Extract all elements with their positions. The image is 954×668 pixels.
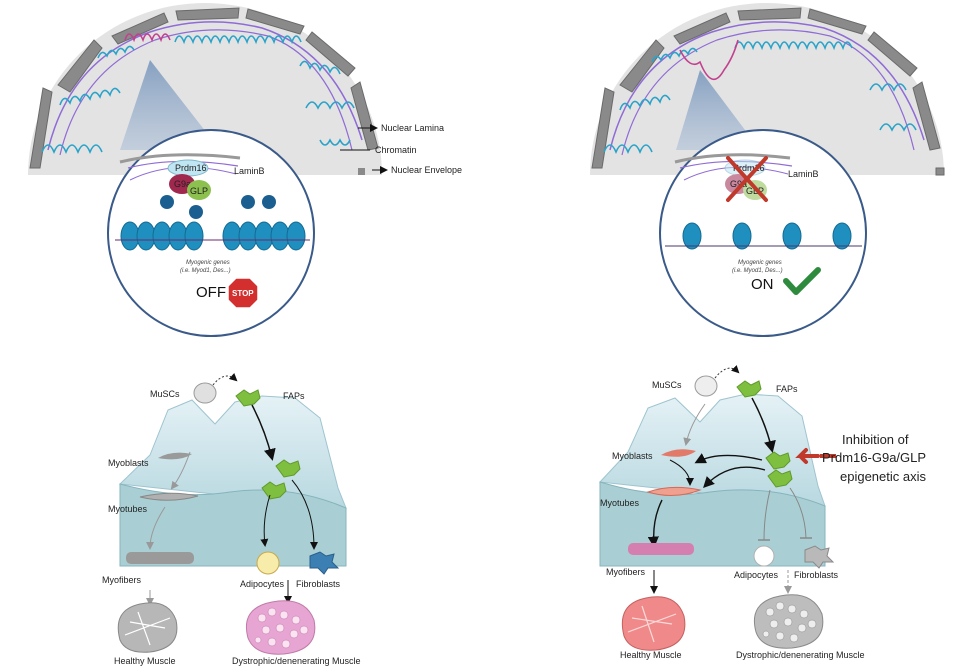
stop-sign-icon xyxy=(227,277,259,309)
myogenic-genes-eg-left: (i.e. Myod1, Des...) xyxy=(180,268,231,274)
fibroblasts-label-right: Fibroblasts xyxy=(794,570,839,580)
adipocyte-right xyxy=(753,545,775,567)
inhibition-line-2: Prdm16-G9a/GLP xyxy=(822,450,926,465)
musc-cell-right xyxy=(694,375,718,397)
myofibers-label-right: Myofibers xyxy=(606,567,646,577)
laminb-line-outer-left xyxy=(47,21,363,151)
myoblasts-label-left: Myoblasts xyxy=(108,458,149,468)
heterochromatin-released-right xyxy=(679,39,739,80)
inhibit-arrow-icon xyxy=(795,448,820,464)
adipocytes-label-left: Adipocytes xyxy=(240,579,285,589)
faps-label-right: FAPs xyxy=(776,384,798,394)
heterochromatin-left xyxy=(124,33,171,43)
g9a-label-left: G9a xyxy=(174,179,191,189)
myogenic-genes-left: Myogenic genes xyxy=(186,260,230,266)
zoom-circle-left xyxy=(107,129,315,337)
state-off-label: OFF xyxy=(196,284,226,301)
myogenic-genes-eg-right: (i.e. Myod1, Des...) xyxy=(732,268,783,274)
fap-cell-left-2 xyxy=(275,459,301,478)
faps-label-left: FAPs xyxy=(283,391,305,401)
stop-sign-label: STOP xyxy=(232,289,254,298)
tissue-top-right xyxy=(598,393,826,507)
myoblast-cell-right xyxy=(661,449,696,457)
myofiber-left xyxy=(126,552,194,564)
myotubes-label-right: Myotubes xyxy=(600,498,640,508)
fap-cell-left-1 xyxy=(235,389,261,407)
nuclear-envelope-label: Nuclear Envelope xyxy=(391,165,462,175)
healthy-label-right: Healthy Muscle xyxy=(620,650,682,660)
adipocyte-left xyxy=(256,551,280,575)
dystrophic-label-right: Dystrophic/denenerating Muscle xyxy=(736,650,865,660)
laminb-line-inner-left xyxy=(59,29,353,156)
chromatin-left xyxy=(41,35,355,155)
glp-label-right: GLP xyxy=(746,186,764,196)
chromatin-label: Chromatin xyxy=(375,145,417,155)
nucleosomes-right xyxy=(682,222,852,250)
zoom-wedge-right xyxy=(676,70,760,150)
myotube-cell-right xyxy=(646,486,702,496)
prdm16-label-right: Prdm16 xyxy=(733,163,765,173)
nuclear-lamina-right xyxy=(591,7,945,176)
glp-blob-left xyxy=(187,180,211,200)
muscs-label-left: MuSCs xyxy=(150,389,180,399)
muscs-label-right: MuSCs xyxy=(652,380,682,390)
healthy-muscle-left xyxy=(117,602,178,653)
nuclear-lamina-label: Nuclear Lamina xyxy=(381,123,444,133)
zoom-circle-right xyxy=(659,129,867,337)
check-icon xyxy=(783,267,821,295)
myotubes-label-left: Myotubes xyxy=(108,504,148,514)
zoom-wedge-left xyxy=(120,60,220,150)
panel-top-right: Prdm16 G9a GLP LaminB Myogenic genes (i.… xyxy=(590,3,945,337)
glp-label-left: GLP xyxy=(190,186,208,196)
adipocytes-label-right: Adipocytes xyxy=(734,570,779,580)
healthy-label-left: Healthy Muscle xyxy=(114,656,176,666)
laminb-line-outer-right xyxy=(609,21,925,151)
myofibers-label-left: Myofibers xyxy=(102,575,142,585)
g9a-label-right: G9a xyxy=(730,179,747,189)
inhibition-line-1: Inhibition of xyxy=(842,432,909,447)
laminb-line-inner-right xyxy=(621,29,915,156)
h3k9-marks-left xyxy=(160,195,276,219)
chromatin-right xyxy=(603,41,917,155)
healthy-muscle-right xyxy=(621,596,686,651)
fap-cell-right-1 xyxy=(736,380,762,398)
dystrophic-label-left: Dystrophic/denenerating Muscle xyxy=(232,656,361,666)
fibroblasts-label-left: Fibroblasts xyxy=(296,579,341,589)
myogenic-genes-right: Myogenic genes xyxy=(738,260,782,266)
nucleus-half-right xyxy=(590,3,944,175)
fibroblast-right xyxy=(804,545,835,569)
tissue-side-left xyxy=(119,483,347,567)
nucleosomes-left xyxy=(120,221,306,251)
myoblasts-label-right: Myoblasts xyxy=(612,451,653,461)
state-on-label: ON xyxy=(751,276,774,293)
laminb-label-left: LaminB xyxy=(234,166,265,176)
prdm16-label-left: Prdm16 xyxy=(175,163,207,173)
panel-bottom-right: MuSCs FAPs Myoblasts Myotubes Myofibers … xyxy=(598,364,926,660)
fibroblast-left xyxy=(309,551,340,575)
fap-cell-right-3 xyxy=(767,469,793,488)
myotube-cell-left xyxy=(139,492,199,501)
laminb-label-right: LaminB xyxy=(788,169,819,179)
nuclear-lamina-left xyxy=(29,7,379,169)
myofiber-right xyxy=(628,543,694,555)
nucleus-half-left xyxy=(28,3,382,175)
myoblast-cell-left xyxy=(158,452,192,460)
panel-top-left: Prdm16 G9a GLP LaminB Myogenic genes xyxy=(28,3,462,337)
fap-cell-left-3 xyxy=(261,481,287,500)
musc-cell-left xyxy=(193,382,217,404)
panel-bottom-left: MuSCs FAPs Myoblasts Myotubes Myofibers … xyxy=(102,373,361,666)
inhibition-line-3: epigenetic axis xyxy=(840,469,926,484)
cross-icon xyxy=(726,156,768,202)
